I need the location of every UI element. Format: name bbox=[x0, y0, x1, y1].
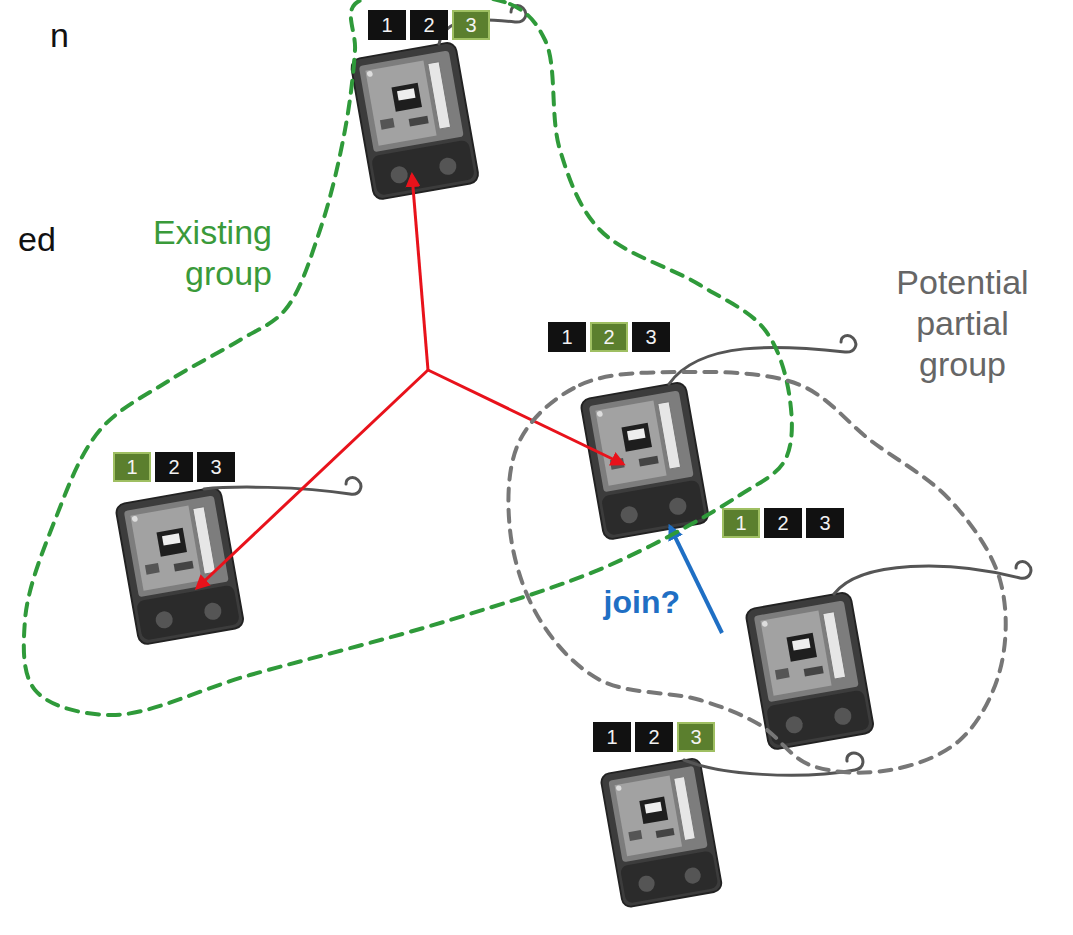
slot-tags: 123 bbox=[722, 508, 844, 538]
group-label: Existing group bbox=[122, 212, 272, 294]
slot-number: 3 bbox=[806, 508, 844, 538]
sensor-mote: 123 bbox=[548, 322, 670, 552]
slot-tags: 123 bbox=[548, 322, 670, 352]
sensor-mote: 123 bbox=[368, 10, 490, 210]
mote-board bbox=[745, 592, 875, 751]
antenna-wire bbox=[669, 335, 856, 384]
mote-boards bbox=[115, 42, 875, 908]
slide-text-fragment: ed bbox=[18, 220, 56, 259]
sensor-mote: 123 bbox=[722, 508, 844, 758]
slot-number: 1 bbox=[548, 322, 586, 352]
sensor-mote: 123 bbox=[593, 722, 715, 912]
slot-number: 2 bbox=[590, 322, 628, 352]
group-label-box: Potential partial group bbox=[875, 262, 1050, 384]
red-arrow bbox=[412, 175, 428, 370]
antenna-wires bbox=[204, 5, 1031, 775]
red-arrow bbox=[197, 370, 428, 588]
slot-number: 1 bbox=[722, 508, 760, 538]
mote-board bbox=[115, 487, 245, 646]
dashed-outline bbox=[24, 0, 792, 715]
slot-tags: 123 bbox=[593, 722, 715, 752]
slot-number: 3 bbox=[452, 10, 490, 40]
mote-board bbox=[600, 757, 723, 907]
group-label-box: Existing group bbox=[122, 212, 272, 294]
group-region: Potential partial group123 bbox=[500, 255, 1060, 785]
slot-number: 2 bbox=[635, 722, 673, 752]
slot-number: 3 bbox=[197, 452, 235, 482]
antenna-wire bbox=[439, 5, 526, 44]
slot-number: 3 bbox=[677, 722, 715, 752]
slot-tags: 123 bbox=[113, 452, 235, 482]
sensor-mote: 123 bbox=[113, 452, 235, 652]
slot-number: 2 bbox=[410, 10, 448, 40]
mote-board bbox=[580, 382, 710, 541]
slot-number: 1 bbox=[368, 10, 406, 40]
slot-number: 3 bbox=[632, 322, 670, 352]
slot-number: 1 bbox=[113, 452, 151, 482]
group-label: Potential partial group bbox=[875, 262, 1050, 384]
slot-number: 2 bbox=[764, 508, 802, 538]
dashed-outline bbox=[508, 372, 1005, 773]
mote-board bbox=[350, 42, 480, 201]
red-arrow bbox=[428, 370, 623, 464]
slide-text-fragment: n bbox=[50, 16, 69, 55]
edge-label: join? bbox=[600, 584, 684, 621]
slot-number: 1 bbox=[593, 722, 631, 752]
slot-tags: 123 bbox=[368, 10, 490, 40]
slot-number: 2 bbox=[155, 452, 193, 482]
